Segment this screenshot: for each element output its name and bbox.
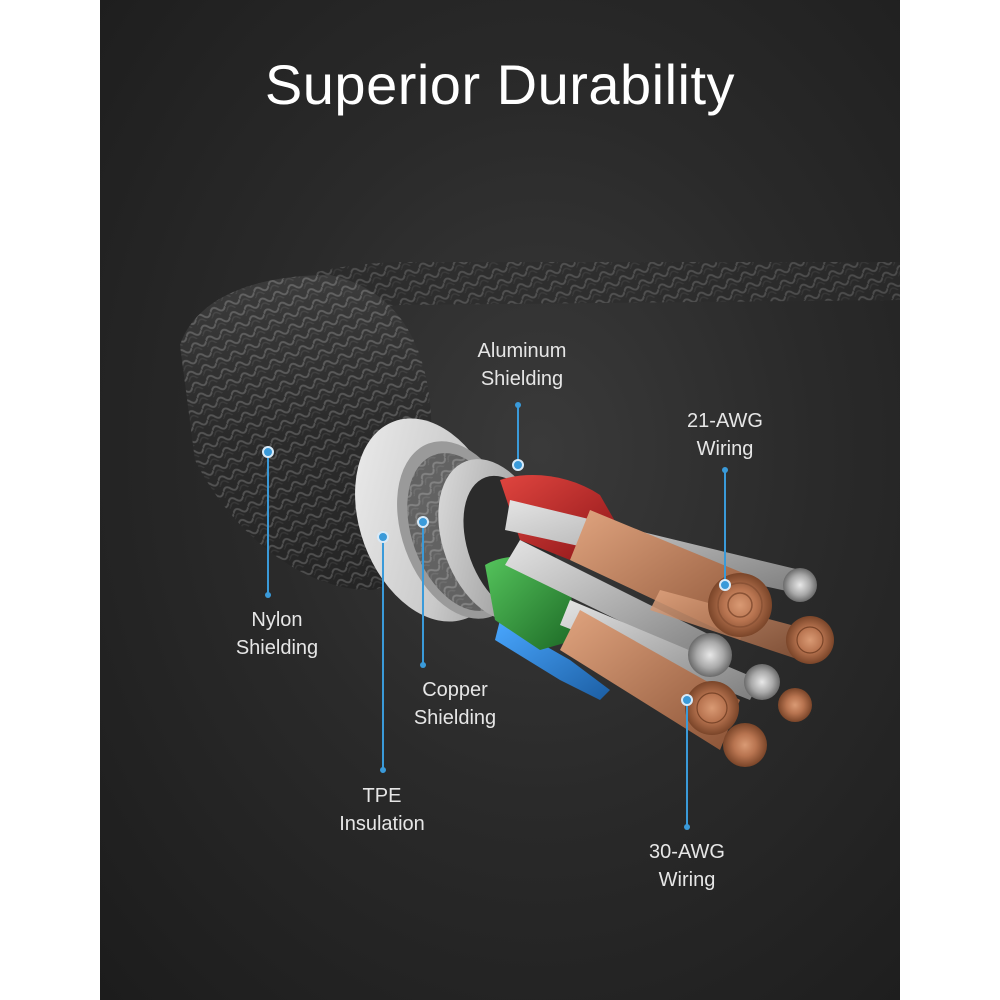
callout-lines	[267, 405, 726, 827]
nylon-shielding-line2: Shielding	[235, 637, 319, 659]
aluminum-shielding-line2: Shielding	[480, 368, 564, 390]
awg21-wiring-label: 21-AWG Wiring	[670, 407, 780, 463]
nylon-shielding-label: Nylon Shielding	[222, 606, 332, 662]
awg21-wiring-line2: Wiring	[696, 438, 754, 460]
awg21-wiring-line1: 21-AWG	[687, 410, 763, 432]
awg30-wiring-line1: 30-AWG	[649, 841, 725, 863]
tpe-insulation-line1: TPE	[362, 785, 402, 807]
callout-dots	[262, 446, 731, 706]
awg30-wiring-line2: Wiring	[658, 869, 716, 891]
copper-shielding-line2: Shielding	[413, 707, 497, 729]
awg30-wiring-label: 30-AWG Wiring	[632, 838, 742, 894]
product-infographic: Superior Durability Aluminum Shielding 2…	[100, 0, 900, 1000]
tpe-insulation-label: TPE Insulation	[322, 782, 442, 838]
cable-cross-section-illustration	[180, 262, 900, 830]
copper-shielding-label: Copper Shielding	[400, 676, 510, 732]
copper-shielding-line1: Copper	[422, 679, 488, 701]
aluminum-shielding-label: Aluminum Shielding	[462, 337, 582, 393]
blue-wire	[495, 620, 610, 700]
nylon-shielding-line1: Nylon	[251, 609, 303, 631]
tpe-insulation-line2: Insulation	[339, 813, 425, 835]
page-title: Superior Durability	[264, 53, 736, 116]
aluminum-shielding-line1: Aluminum	[477, 340, 567, 362]
